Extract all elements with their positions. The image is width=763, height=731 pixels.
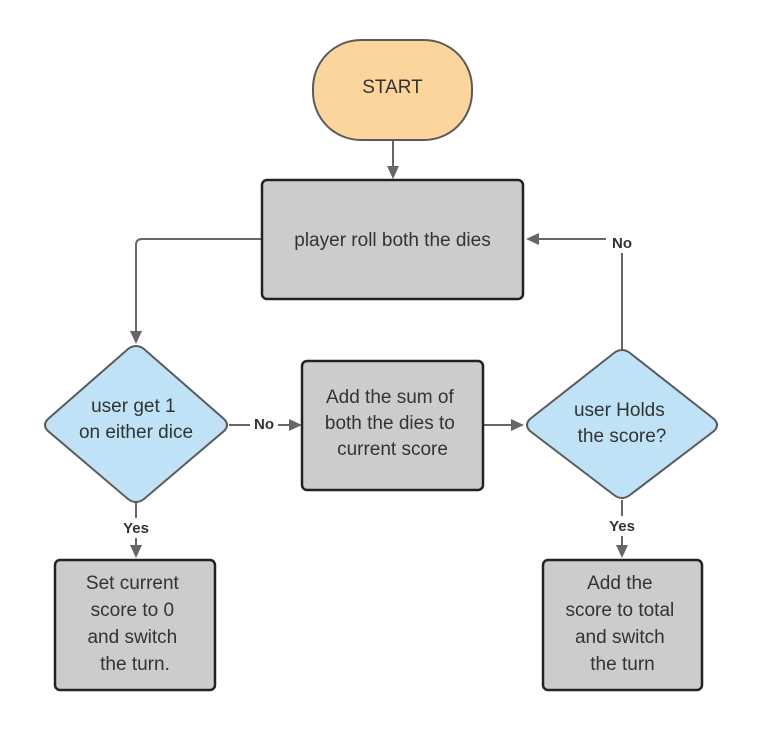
- node-add-total: Add the score to total and switch the tu…: [541, 558, 704, 692]
- arrowhead-icon: [130, 331, 142, 344]
- node-reset-label: Set current score to 0 and switch the tu…: [86, 573, 184, 675]
- node-check-one-label: user get 1 on either dice: [79, 396, 193, 443]
- node-roll-label: player roll both the dies: [294, 230, 490, 251]
- arrowhead-icon: [511, 419, 524, 431]
- node-add-sum-label: Add the sum of both the dies to current …: [325, 387, 460, 460]
- edge-roll-to-check-one: [135, 238, 262, 332]
- node-check-hold: user Holds the score?: [526, 349, 718, 499]
- node-add-total-label: Add the score to total and switch the tu…: [565, 573, 679, 675]
- arrowhead-icon: [387, 166, 399, 179]
- edge-label-no: No: [254, 416, 274, 433]
- edge-label-no: No: [612, 235, 632, 252]
- node-reset: Set current score to 0 and switch the tu…: [53, 558, 217, 692]
- node-roll: player roll both the dies: [260, 178, 525, 301]
- node-add-sum: Add the sum of both the dies to current …: [300, 359, 485, 492]
- node-check-one: user get 1 on either dice: [44, 345, 228, 503]
- edge-check-hold-to-roll: [538, 238, 623, 350]
- edge-label-yes: Yes: [609, 518, 635, 535]
- arrowhead-icon: [130, 545, 142, 558]
- arrowhead-icon: [616, 545, 628, 558]
- node-start: START: [312, 39, 473, 141]
- node-check-hold-label: user Holds the score?: [574, 400, 670, 447]
- arrowhead-icon: [526, 233, 539, 245]
- connectors: No Yes No Yes: [116, 141, 642, 558]
- edge-label-yes: Yes: [123, 520, 149, 537]
- arrowhead-icon: [289, 419, 302, 431]
- node-start-label: START: [362, 77, 423, 98]
